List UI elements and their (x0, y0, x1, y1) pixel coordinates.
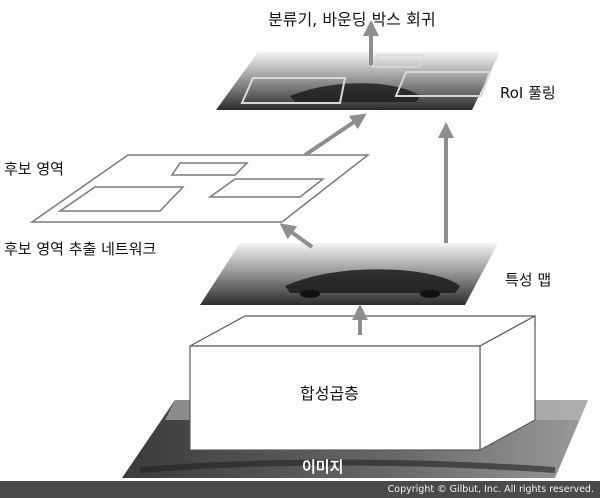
conv-layers-label: 합성곱층 (300, 384, 359, 403)
arrow-rpn-to-roi (303, 113, 367, 157)
feature-map-label: 특성 맵 (505, 271, 552, 289)
region-proposals-label: 후보 영역 (4, 160, 64, 178)
roi-pooling-plane (216, 52, 500, 110)
classifier-bbox-regression-label: 분류기, 바운딩 박스 회귀 (268, 10, 436, 29)
feature-map-plane (200, 243, 498, 305)
conv-layers-box (189, 314, 536, 452)
arrow-featuremap-to-rpn (279, 223, 314, 249)
flow-arrows (279, 20, 454, 335)
region-proposal-plane (29, 154, 371, 223)
input-image-label: 이미지 (302, 458, 344, 476)
rpn-label: 후보 영역 추출 네트워크 (4, 240, 157, 258)
copyright-footer: Copyright © Gilbut, Inc. All rights rese… (0, 481, 600, 498)
roi-pooling-label: RoI 풀링 (500, 84, 556, 102)
